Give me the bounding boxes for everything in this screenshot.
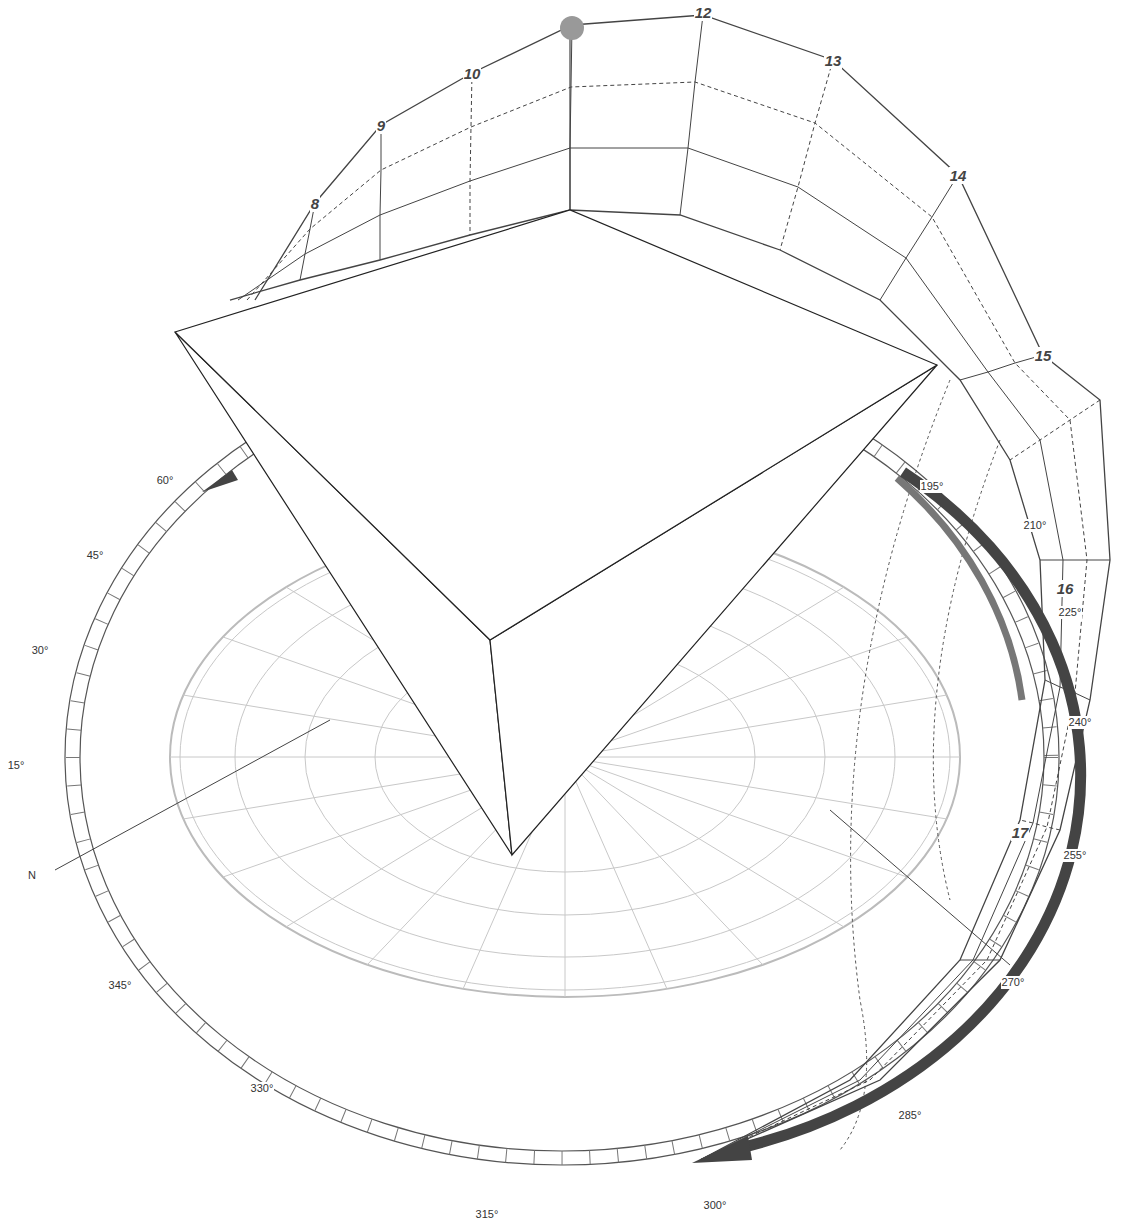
azimuth-label: 15° [7, 759, 26, 772]
hour-label: 17 [1011, 824, 1030, 841]
azimuth-label: N [27, 869, 37, 882]
azimuth-label: 270° [1001, 976, 1026, 989]
azimuth-label: 30° [31, 644, 50, 657]
hour-label: 9 [376, 117, 386, 134]
azimuth-label: 330° [250, 1082, 275, 1095]
azimuth-label: 45° [86, 549, 105, 562]
azimuth-label: 315° [475, 1208, 500, 1221]
hour-label: 16 [1056, 580, 1075, 597]
hour-label: 15 [1034, 347, 1053, 364]
arrow-head [692, 1136, 752, 1163]
azimuth-label: 255° [1063, 849, 1088, 862]
season-arrow [740, 472, 1081, 1148]
north-axis [55, 720, 330, 870]
azimuth-label: 225° [1058, 606, 1083, 619]
hour-label: 8 [310, 195, 320, 212]
building-box [175, 210, 937, 855]
azimuth-label: 345° [108, 979, 133, 992]
azimuth-label: 210° [1023, 519, 1048, 532]
azimuth-label: 60° [156, 474, 175, 487]
hour-label: 14 [949, 167, 968, 184]
hour-label: 10 [463, 65, 482, 82]
sun-dot [560, 16, 584, 40]
arrow-head [202, 470, 238, 492]
hour-label: 12 [694, 4, 713, 21]
azimuth-label: 240° [1068, 716, 1093, 729]
azimuth-label: 300° [703, 1199, 728, 1212]
hour-label: 13 [824, 52, 843, 69]
azimuth-label: 285° [898, 1109, 923, 1122]
axis-line [830, 810, 1010, 965]
azimuth-label: 195° [920, 480, 945, 493]
